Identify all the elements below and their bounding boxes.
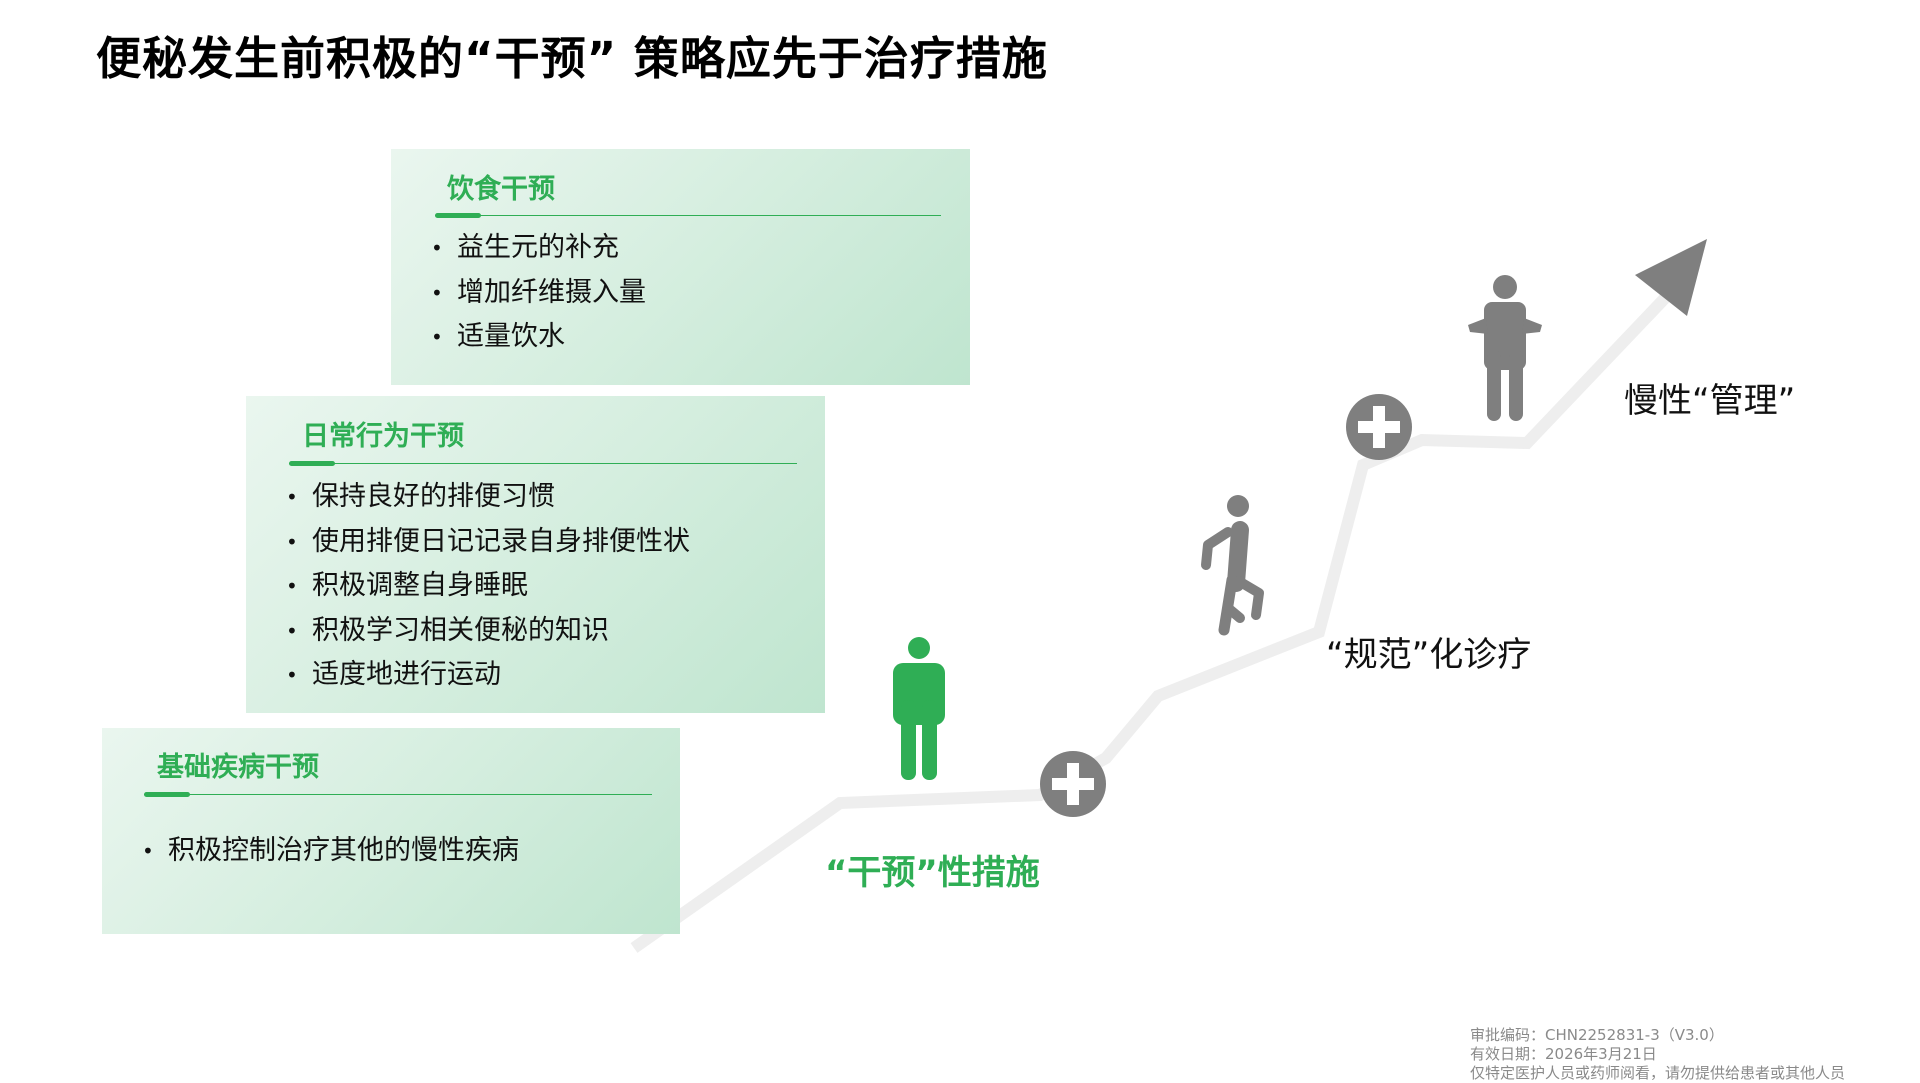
card-list: 积极控制治疗其他的慢性疾病	[142, 829, 519, 874]
shrugging-person-icon	[1468, 275, 1542, 421]
list-item: 积极调整自身睡眠	[286, 564, 690, 609]
approval-code: 审批编码：CHN2252831-3（V3.0）	[1470, 1026, 1724, 1044]
audience-notice: 仅特定医护人员或药师阅看，请勿提供给患者或其他人员	[1470, 1064, 1846, 1082]
page-title: 便秘发生前积极的“干预” 策略应先于治疗措施	[96, 32, 1048, 85]
list-item: 使用排便日记记录自身排便性状	[286, 520, 690, 565]
disease-intervention-card: 基础疾病干预 积极控制治疗其他的慢性疾病	[102, 728, 680, 934]
heading-divider	[435, 213, 941, 218]
behavior-intervention-card: 日常行为干预 保持良好的排便习惯 使用排便日记记录自身排便性状 积极调整自身睡眠…	[246, 396, 825, 713]
stage-label-intervention: “干预”性措施	[825, 853, 1040, 893]
plus-circle-icon	[1346, 394, 1412, 460]
standing-person-icon	[893, 637, 945, 780]
list-item: 保持良好的排便习惯	[286, 475, 690, 520]
heading-divider	[144, 792, 652, 797]
card-list: 益生元的补充 增加纤维摄入量 适量饮水	[431, 226, 646, 360]
card-heading: 饮食干预	[447, 174, 555, 205]
list-item: 适度地进行运动	[286, 653, 690, 698]
stage-label-chronic-management: 慢性“管理”	[1624, 381, 1796, 421]
valid-date: 有效日期：2026年3月21日	[1470, 1045, 1657, 1063]
plus-circle-icon	[1040, 751, 1106, 817]
diet-intervention-card: 饮食干预 益生元的补充 增加纤维摄入量 适量饮水	[391, 149, 970, 385]
heading-divider	[289, 461, 797, 466]
card-heading: 日常行为干预	[302, 421, 464, 452]
list-item: 增加纤维摄入量	[431, 271, 646, 316]
list-item: 积极学习相关便秘的知识	[286, 609, 690, 654]
card-heading: 基础疾病干预	[157, 752, 319, 783]
card-list: 保持良好的排便习惯 使用排便日记记录自身排便性状 积极调整自身睡眠 积极学习相关…	[286, 475, 690, 698]
footer-disclaimer: 审批编码：CHN2252831-3（V3.0） 有效日期：2026年3月21日 …	[1470, 1026, 1845, 1083]
walking-person-icon	[1201, 495, 1264, 636]
stage-label-standard-treatment: “规范”化诊疗	[1326, 635, 1532, 675]
list-item: 适量饮水	[431, 315, 646, 360]
list-item: 积极控制治疗其他的慢性疾病	[142, 829, 519, 874]
list-item: 益生元的补充	[431, 226, 646, 271]
progress-path	[630, 292, 1671, 953]
arrow-head-icon	[1635, 239, 1707, 316]
